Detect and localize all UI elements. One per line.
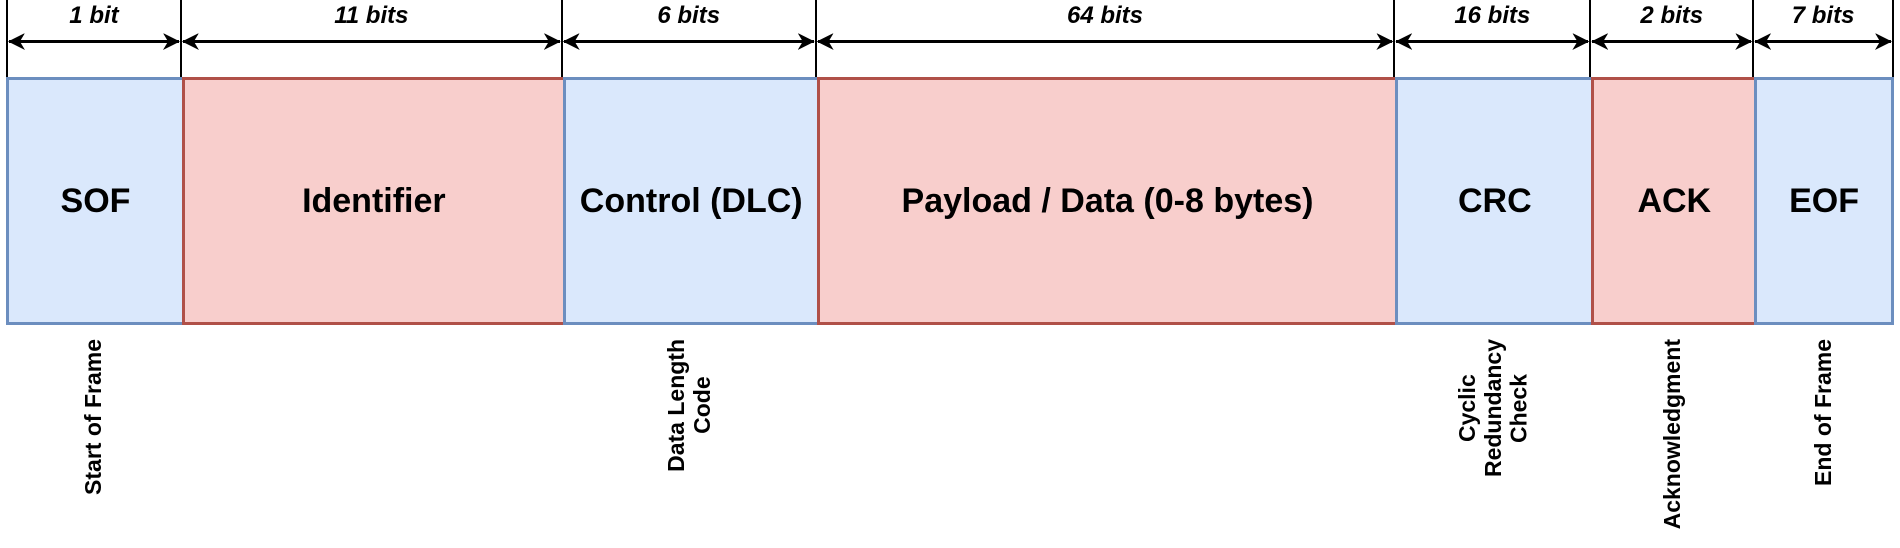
frame-field-label: Payload / Data (0-8 bytes) — [901, 181, 1314, 220]
arrowhead-right-icon — [543, 33, 561, 50]
bit-count-label: 64 bits — [1066, 2, 1144, 29]
field-note-cell-5: Acknowledgment — [1591, 339, 1754, 548]
dimension-segment-1: 11 bits — [181, 0, 563, 77]
arrowhead-right-icon — [797, 33, 815, 50]
frame-field-label: ACK — [1637, 181, 1712, 220]
field-note-cell-6: End of Frame — [1754, 339, 1894, 548]
bit-count-label: 6 bits — [657, 2, 721, 29]
field-note-label: Cyclic Redundancy Check — [1453, 339, 1532, 478]
arrowhead-right-icon — [1874, 33, 1892, 50]
arrowhead-left-icon — [8, 33, 25, 50]
double-headed-arrow — [562, 33, 815, 50]
arrowhead-left-icon — [1754, 33, 1772, 50]
field-note-label: Start of Frame — [80, 339, 107, 495]
bit-count-label: 16 bits — [1454, 2, 1531, 29]
double-headed-arrow — [8, 33, 180, 50]
dimension-segment-6: 7 bits — [1754, 0, 1894, 77]
frame-field-box-1: Identifier — [181, 77, 563, 325]
arrowhead-left-icon — [1395, 33, 1413, 50]
frame-field-label: Control (DLC) — [579, 181, 803, 220]
field-note-row: Start of Frame Data Length Code Cyclic R… — [6, 325, 1894, 548]
arrowhead-left-icon — [1591, 33, 1609, 50]
field-note-cell-4: Cyclic Redundancy Check — [1395, 339, 1591, 548]
field-note-label: Data Length Code — [662, 339, 715, 472]
arrowhead-right-icon — [1735, 33, 1753, 50]
frame-field-label: EOF — [1789, 181, 1860, 220]
double-headed-arrow — [181, 33, 561, 50]
dimension-segment-5: 2 bits — [1591, 0, 1755, 77]
arrowhead-right-icon — [1572, 33, 1590, 50]
frame-field-box-2: Control (DLC) — [562, 77, 817, 325]
arrowhead-right-icon — [162, 33, 180, 50]
field-note-label: End of Frame — [1810, 339, 1837, 486]
arrowhead-right-icon — [1376, 33, 1394, 50]
can-frame-diagram: 1 bit 11 bits 6 bits 64 bits 16 bits — [6, 0, 1894, 548]
frame-field-box-5: ACK — [1591, 77, 1755, 325]
double-headed-arrow — [1591, 33, 1753, 50]
field-note-label: Acknowledgment — [1658, 339, 1685, 530]
field-note-cell-0: Start of Frame — [6, 339, 182, 548]
arrowhead-left-icon — [562, 33, 580, 50]
dimension-segment-4: 16 bits — [1395, 0, 1592, 77]
field-note-cell-3 — [817, 339, 1396, 548]
arrowhead-left-icon — [181, 33, 199, 50]
bit-count-label: 7 bits — [1791, 2, 1855, 29]
frame-field-label: CRC — [1457, 181, 1532, 220]
dimension-segment-3: 64 bits — [816, 0, 1396, 77]
double-headed-arrow — [1395, 33, 1590, 50]
field-note-cell-1 — [182, 339, 563, 548]
bit-count-label: 2 bits — [1640, 2, 1704, 29]
frame-field-box-3: Payload / Data (0-8 bytes) — [816, 77, 1396, 325]
bit-width-dimension-row: 1 bit 11 bits 6 bits 64 bits 16 bits — [6, 0, 1894, 77]
frame-field-box-0: SOF — [6, 77, 182, 325]
frame-field-box-4: CRC — [1395, 77, 1592, 325]
frame-field-box-6: EOF — [1754, 77, 1894, 325]
bit-count-label: 11 bits — [334, 2, 409, 29]
field-note-cell-2: Data Length Code — [563, 339, 817, 548]
dimension-segment-2: 6 bits — [562, 0, 817, 77]
double-headed-arrow — [816, 33, 1394, 50]
arrowhead-left-icon — [816, 33, 834, 50]
frame-field-label: Identifier — [302, 181, 446, 220]
frame-field-row: SOF Identifier Control (DLC) Payload / D… — [6, 77, 1894, 325]
dimension-segment-0: 1 bit — [6, 0, 182, 77]
bit-count-label: 1 bit — [69, 2, 119, 29]
double-headed-arrow — [1754, 33, 1892, 50]
frame-field-label: SOF — [60, 181, 131, 220]
